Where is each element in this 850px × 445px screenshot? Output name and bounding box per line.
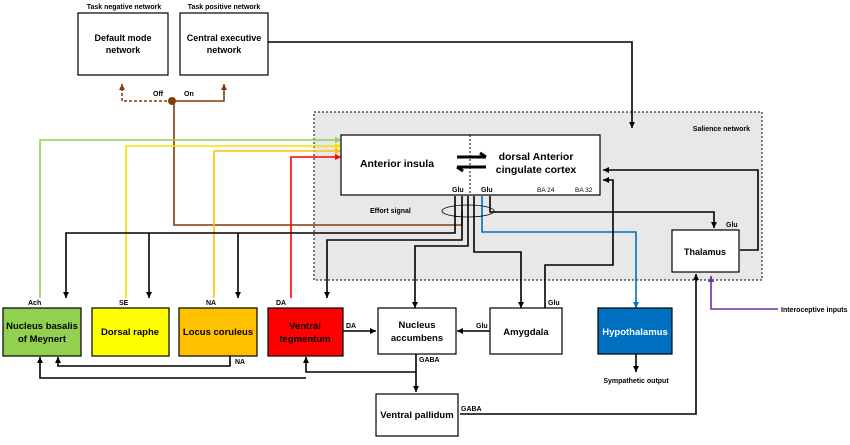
interoceptive-label: Interoceptive inputs (781, 307, 848, 314)
na-projection-line (213, 148, 341, 298)
off-label: Off (153, 91, 164, 98)
off-dashed-line (119, 84, 172, 102)
da-label-accumbens: DA (346, 323, 356, 330)
gaba-accumbens-to-basalis-line (37, 357, 306, 379)
gaba-label-pallidum: GABA (461, 406, 482, 413)
da-projection-line (290, 154, 341, 298)
ba32-label: BA 32 (575, 187, 593, 194)
on-label: On (184, 91, 194, 98)
effort-signal-ellipse (441, 204, 495, 218)
pallidum-to-thalamus-line (460, 274, 699, 415)
glu-label-thalamus: Glu (726, 222, 738, 229)
salience-network-header: Salience network (693, 126, 750, 133)
glu-to-amygdala-line (473, 196, 524, 308)
task-positive-header: Task positive network (188, 4, 261, 11)
hypothalamus-label: Hypothalamus (602, 327, 667, 338)
locus-coruleus-box (178, 307, 258, 357)
na-to-nucleus-basalis-line (55, 352, 231, 367)
glu-label-dacc: Glu (481, 187, 493, 194)
thalamus-box (671, 229, 740, 273)
executive-to-dacc-line (268, 41, 635, 128)
task-negative-header: Task negative network (87, 4, 162, 11)
ventral-tegmentum-box (267, 307, 344, 357)
glu-to-nucleus-basalis-line (63, 196, 456, 298)
thalamus-to-dacc-line (603, 167, 759, 251)
default-mode-network-box (77, 12, 169, 76)
sympathetic-label: Sympathetic output (603, 378, 669, 385)
gaba-label-accumbens: GABA (419, 357, 440, 364)
glu-to-accumbens-line (412, 196, 469, 308)
central-executive-network-box (179, 12, 269, 76)
on-line (172, 84, 227, 102)
anterior-insula-label: Anterior insula (360, 158, 434, 170)
ach-label: Ach (28, 300, 41, 307)
ventral-pallidum-box (375, 393, 459, 437)
dorsal-raphe-label: Dorsal raphe (101, 327, 159, 338)
locus-coruleus-label: Locus coruleus (183, 327, 253, 338)
interoceptive-line (708, 276, 778, 310)
amygdala-to-dacc-line (544, 177, 614, 308)
amygdala-label: Amygdala (503, 327, 549, 338)
nucleus-accumbens-box (377, 307, 457, 355)
thalamus-label: Thalamus (684, 247, 726, 257)
glu-to-thalamus-line (489, 196, 717, 228)
glu-label-insula: Glu (452, 187, 464, 194)
ventral-pallidum-label: Ventral pallidum (380, 410, 453, 421)
glu-to-hypothalamus-line (481, 196, 639, 308)
ba24-label: BA 24 (537, 187, 555, 194)
glu-to-ventral-tegmentum-line (324, 196, 463, 298)
gaba-accumbens-to-tegmentum-line (303, 357, 416, 373)
effort-signal-label: Effort signal (370, 208, 411, 215)
hypothalamus-box (597, 307, 673, 355)
ach-projection-line (39, 137, 341, 298)
se-projection-line (125, 143, 341, 298)
dorsal-raphe-box (91, 307, 170, 357)
glu-label-amygdala-in: Glu (476, 323, 488, 330)
amygdala-box (489, 307, 563, 355)
glu-label-amygdala-out: Glu (548, 300, 560, 307)
nucleus-basalis-box (2, 307, 82, 357)
bidirectional-arrow-icon (456, 151, 487, 173)
na-label-locus: NA (206, 300, 216, 307)
switch-node (168, 97, 176, 105)
da-label-tegmentum: DA (276, 300, 286, 307)
se-label: SE (119, 300, 129, 307)
na-label-lower: NA (235, 359, 245, 366)
